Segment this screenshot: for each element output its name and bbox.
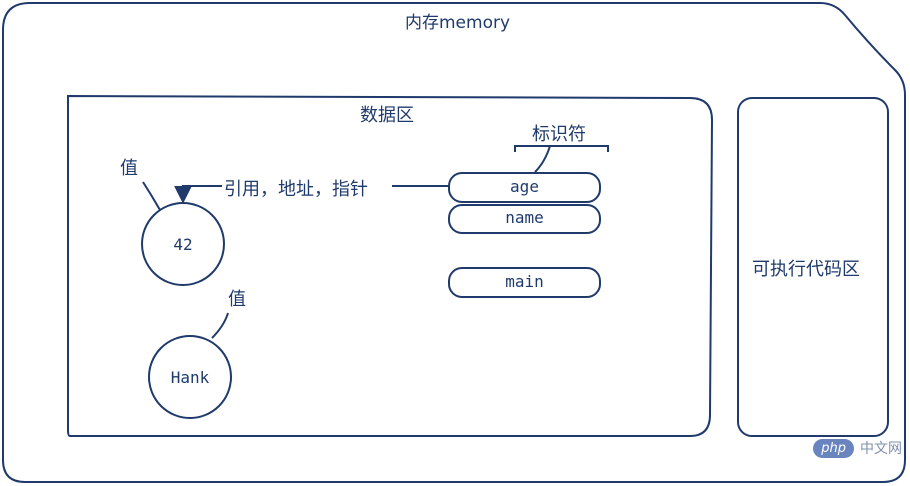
identifier-age: age [510,177,539,196]
reference-arrow [174,185,222,204]
identifier-name-box [448,204,601,234]
value-circle-42 [141,202,225,286]
value-label-1: 值 [120,158,138,179]
value-tick-2 [211,312,229,339]
data-area-title: 数据区 [360,105,414,126]
watermark-badge: php [813,438,854,458]
identifier-age-box [448,172,601,203]
data-area-box [67,94,714,437]
identifier-title: 标识符 [532,124,586,145]
identifier-main-box [448,267,601,298]
code-area-title: 可执行代码区 [752,259,860,280]
identifier-name: name [505,208,544,227]
watermark: php 中文网 [813,438,902,458]
identifier-brace [514,145,609,173]
reference-label: 引用，地址，指针 [224,179,368,200]
value-42: 42 [173,235,193,254]
memory-title: 内存memory [405,13,511,33]
identifier-main: main [505,272,544,291]
watermark-text: 中文网 [860,441,902,457]
code-area-box [737,97,889,437]
value-label-2: 值 [228,289,246,310]
value-tick-1 [142,181,161,211]
value-circle-hank [148,335,232,419]
value-hank: Hank [170,368,210,387]
